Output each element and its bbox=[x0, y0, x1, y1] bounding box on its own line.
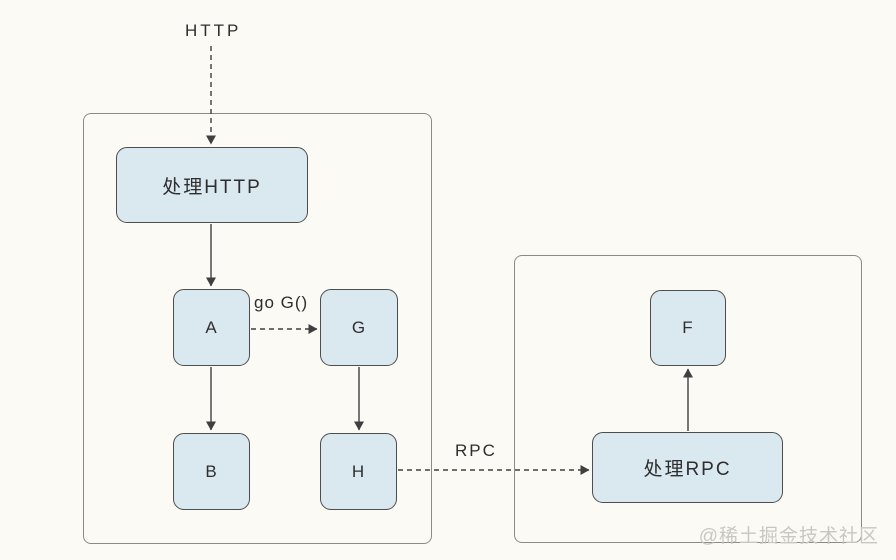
node-a-label: A bbox=[205, 317, 218, 337]
node-handle-rpc-label: 处理RPC bbox=[643, 459, 732, 480]
node-h-label: H bbox=[351, 461, 366, 481]
rpc-process-group-box bbox=[514, 255, 862, 543]
node-b: B bbox=[173, 433, 250, 510]
edge-label-go-g: go G() bbox=[254, 293, 309, 312]
node-handle-rpc: 处理RPC bbox=[592, 432, 783, 503]
http-process-group-box bbox=[83, 113, 432, 544]
node-f: F bbox=[650, 290, 726, 366]
node-g-label: G bbox=[351, 317, 367, 337]
node-b-label: B bbox=[205, 461, 218, 481]
node-h: H bbox=[320, 433, 397, 510]
node-a: A bbox=[173, 289, 250, 366]
edge-label-http: HTTP bbox=[185, 21, 242, 40]
watermark: @稀土掘金技术社区 bbox=[698, 526, 879, 547]
node-g: G bbox=[320, 289, 398, 366]
node-handle-http-label: 处理HTTP bbox=[162, 176, 262, 198]
node-f-label: F bbox=[682, 318, 694, 337]
edge-label-rpc: RPC bbox=[455, 441, 497, 460]
node-handle-http: 处理HTTP bbox=[116, 147, 308, 223]
